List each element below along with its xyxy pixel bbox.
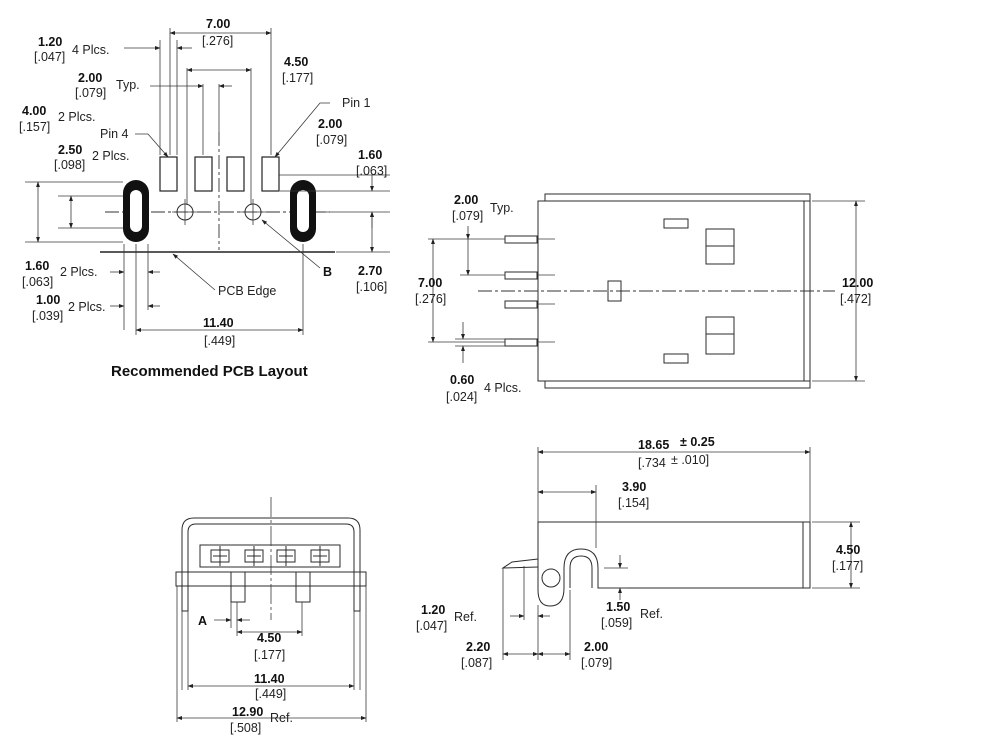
side-d5-note: Ref.: [640, 607, 663, 621]
front-d1-mm: 4.50: [257, 631, 281, 645]
side-d4-mm: 1.20: [421, 603, 445, 617]
top-d2-inch: [.276]: [415, 292, 446, 306]
front-d2-inch: [.449]: [255, 687, 286, 701]
pad-pin-3: [194, 156, 213, 192]
top-d1-note: Typ.: [490, 201, 514, 215]
side-d3-mm: 4.50: [836, 543, 860, 557]
top-d4-inch: [.024]: [446, 390, 477, 404]
pad-pin-4: [159, 156, 178, 192]
pcb-pin1-label: Pin 1: [342, 96, 371, 110]
pcb-d10-note: 2 Plcs.: [60, 265, 98, 279]
pcb-d12-mm: 11.40: [203, 316, 234, 330]
pcb-d6-mm: 2.00: [318, 117, 342, 131]
pcb-d5-mm: 4.00: [22, 104, 46, 118]
side-d7-mm: 2.00: [584, 640, 608, 654]
pcb-d9-inch: [.106]: [356, 280, 387, 294]
front-d3-inch: [.508]: [230, 721, 261, 735]
pad-pin-2: [226, 156, 245, 192]
pcb-layout-view: [25, 28, 390, 335]
top-d3-inch: [.472]: [840, 292, 871, 306]
pcb-d2-mm: 7.00: [206, 17, 230, 31]
side-d5-inch: [.059]: [601, 616, 632, 630]
top-d1-inch: [.079]: [452, 209, 483, 223]
side-d1-tol-inch: ± .010]: [671, 453, 709, 467]
top-d3-mm: 12.00: [842, 276, 873, 290]
front-d1-inch: [.177]: [254, 648, 285, 662]
side-d4-note: Ref.: [454, 610, 477, 624]
side-d3-inch: [.177]: [832, 559, 863, 573]
pcb-d6-inch: [.079]: [316, 133, 347, 147]
pcb-d3-note: Typ.: [116, 78, 140, 92]
pcb-d3-mm: 2.00: [78, 71, 102, 85]
pcb-d10-mm: 1.60: [25, 259, 49, 273]
pcb-d4-inch: [.177]: [282, 71, 313, 85]
pcb-d8-inch: [.063]: [356, 164, 387, 178]
pcb-d2-inch: [.276]: [202, 34, 233, 48]
pcb-pin4-label: Pin 4: [100, 127, 129, 141]
pcb-d8-mm: 1.60: [358, 148, 382, 162]
side-d7-inch: [.079]: [581, 656, 612, 670]
pcb-d11-note: 2 Plcs.: [68, 300, 106, 314]
pad-pin-1: [261, 156, 280, 192]
pcb-d1-inch: [.047]: [34, 50, 65, 64]
pcb-d4-mm: 4.50: [284, 55, 308, 69]
top-view: [428, 193, 865, 389]
front-d3-mm: 12.90: [232, 705, 263, 719]
pcb-d3-inch: [.079]: [75, 86, 106, 100]
front-d2-mm: 11.40: [254, 672, 285, 686]
top-d2-mm: 7.00: [418, 276, 442, 290]
pcb-d11-mm: 1.00: [36, 293, 60, 307]
pcb-d1-note: 4 Plcs.: [72, 43, 110, 57]
side-d6-inch: [.087]: [461, 656, 492, 670]
side-d1-mm: 18.65: [638, 438, 669, 452]
pcb-d7-note: 2 Plcs.: [92, 149, 130, 163]
pcb-d9-mm: 2.70: [358, 264, 382, 278]
side-d4-inch: [.047]: [416, 619, 447, 633]
side-view: [501, 447, 860, 660]
top-d1-mm: 2.00: [454, 193, 478, 207]
side-d1-inch: [.734: [638, 456, 666, 470]
pcb-d5-inch: [.157]: [19, 120, 50, 134]
pcb-d10-inch: [.063]: [22, 275, 53, 289]
pcb-d5-note: 2 Plcs.: [58, 110, 96, 124]
front-view: [175, 497, 367, 722]
side-d1-tol-mm: ± 0.25: [680, 435, 715, 449]
front-label-a: A: [198, 614, 207, 628]
pcb-b-label: B: [323, 265, 332, 279]
pcb-d11-inch: [.039]: [32, 309, 63, 323]
top-d4-mm: 0.60: [450, 373, 474, 387]
top-d4-note: 4 Plcs.: [484, 381, 522, 395]
side-d5-mm: 1.50: [606, 600, 630, 614]
pcb-d12-inch: [.449]: [204, 334, 235, 348]
side-d2-inch: [.154]: [618, 496, 649, 510]
pcb-d1-mm: 1.20: [38, 35, 62, 49]
side-d6-mm: 2.20: [466, 640, 490, 654]
pcb-d7-inch: [.098]: [54, 158, 85, 172]
pcb-layout-title: Recommended PCB Layout: [111, 363, 308, 380]
pcb-edge-label: PCB Edge: [218, 284, 276, 298]
side-d2-mm: 3.90: [622, 480, 646, 494]
pcb-d7-mm: 2.50: [58, 143, 82, 157]
front-d3-note: Ref.: [270, 711, 293, 725]
